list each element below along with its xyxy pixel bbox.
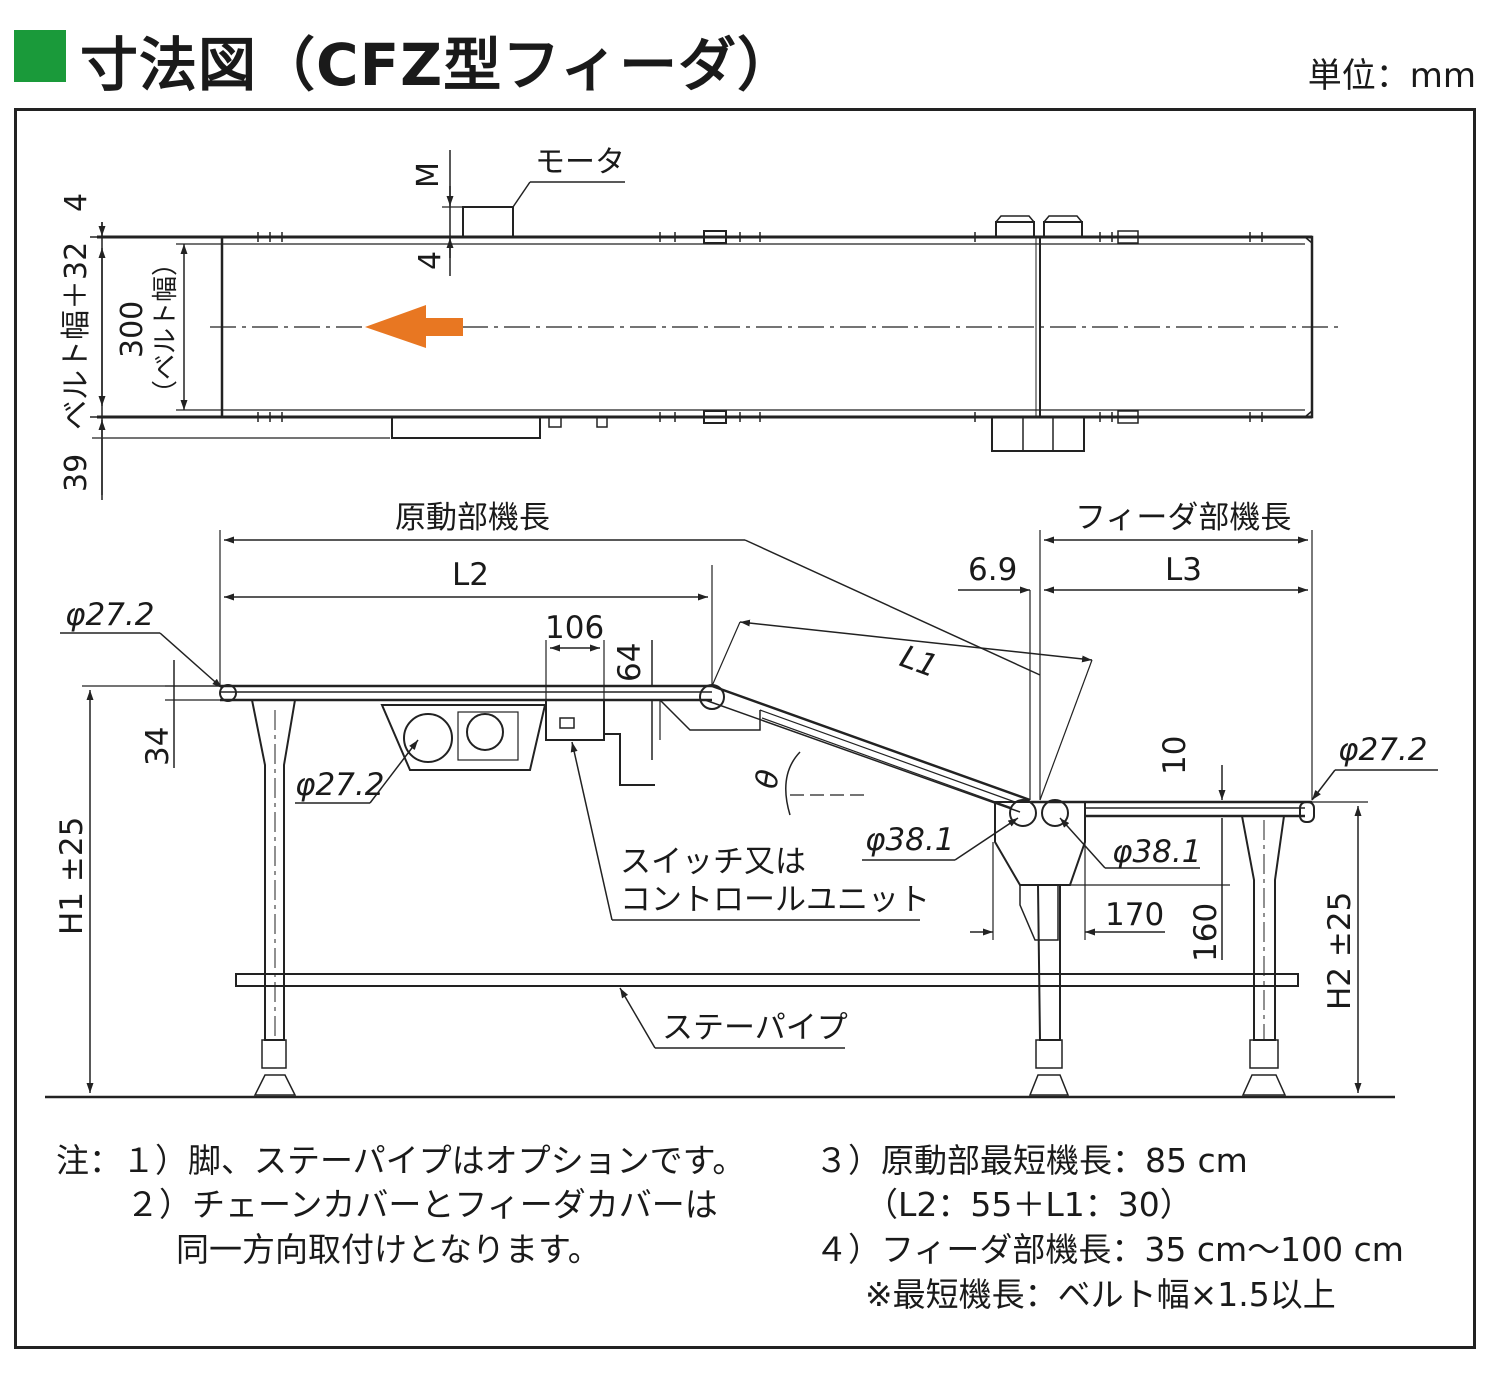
belt-width-note: （ベルト幅） — [151, 250, 181, 406]
motor-label: モータ — [535, 145, 625, 180]
phi-38-1-right: φ38.1 — [1112, 834, 1201, 870]
note-2: ２）チェーンカバーとフィーダカバーは — [126, 1185, 718, 1224]
phi-38-1-left: φ38.1 — [865, 822, 954, 858]
l2-label: L2 — [452, 557, 489, 593]
drawing-frame — [14, 108, 1476, 1349]
belt-width-value: 300 — [115, 301, 150, 358]
dim-106: 106 — [545, 610, 604, 646]
theta-label: θ — [749, 767, 787, 791]
switch-label-line2: コントロールユニット — [620, 882, 930, 918]
feeder-length-label: フィーダ部機長 — [1075, 500, 1291, 536]
dim-10: 10 — [1157, 736, 1193, 775]
dim-m: M — [411, 162, 446, 188]
note-3-continued: （L2：55＋L1：30） — [865, 1185, 1193, 1224]
motor-shape — [462, 206, 514, 238]
phi-27-2-right: φ27.2 — [1338, 732, 1427, 768]
h2-label: H2 ±25 — [1322, 892, 1358, 1010]
phi-27-2-left: φ27.2 — [65, 597, 154, 633]
switch-label-line1: スイッチ又は — [620, 844, 806, 880]
side-view — [45, 530, 1438, 1099]
note-2-continued: 同一方向取付けとなります。 — [176, 1230, 601, 1269]
dim-170: 170 — [1105, 897, 1164, 933]
dim-160: 160 — [1188, 903, 1224, 962]
dim-64: 64 — [612, 643, 648, 682]
note-4: ４）フィーダ部機長：35 cm～100 cm — [815, 1230, 1404, 1269]
dim-4-mid: 4 — [413, 251, 448, 270]
dim-6-9: 6.9 — [968, 552, 1017, 588]
dim-4-top: 4 — [59, 193, 94, 212]
flow-direction-arrow — [365, 305, 463, 348]
h1-label: H1 ±25 — [54, 817, 90, 935]
top-view — [90, 150, 1340, 500]
phi-27-2-roller: φ27.2 — [295, 767, 384, 803]
note-3: ３）原動部最短機長：85 cm — [815, 1141, 1248, 1180]
l1-label: L1 — [895, 639, 942, 685]
note-1: 注：１）脚、ステーパイプはオプションです。 — [56, 1141, 746, 1180]
dim-34: 34 — [140, 727, 176, 766]
dim-39: 39 — [59, 454, 94, 492]
page-title: 寸法図（CFZ型フィーダ） — [80, 31, 797, 99]
l3-label: L3 — [1165, 552, 1202, 588]
stay-pipe-label: ステーパイプ — [662, 1010, 848, 1046]
drive-length-label: 原動部機長 — [395, 500, 550, 536]
belt-width-plus-label: ベルト幅＋32 — [59, 242, 94, 430]
title-marker — [14, 30, 66, 82]
note-4-continued: ※最短機長：ベルト幅×1.5以上 — [865, 1275, 1336, 1314]
unit-label: 単位：mm — [1307, 56, 1476, 96]
